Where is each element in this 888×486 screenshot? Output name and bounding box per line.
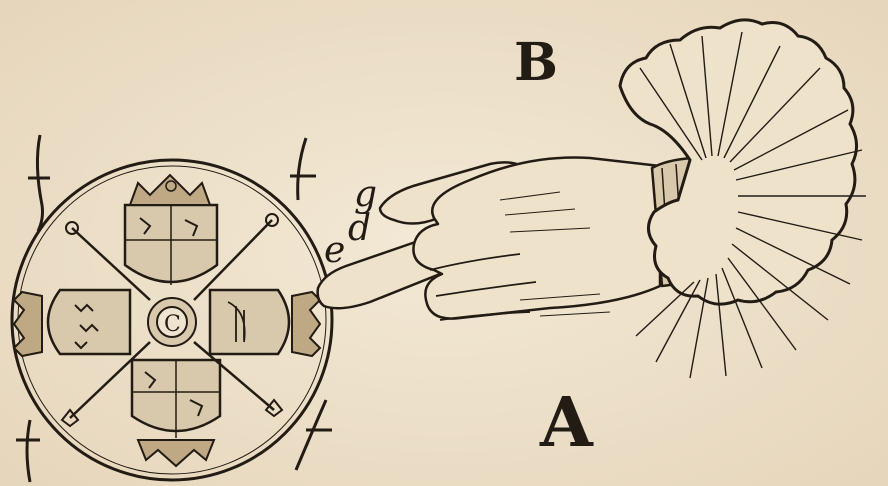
shield-top [125, 175, 217, 285]
shield-bottom [132, 360, 220, 466]
label-b: B [514, 32, 558, 93]
label-e: e [324, 230, 345, 271]
shield-right [210, 290, 320, 356]
shield-left [14, 290, 130, 356]
coin-center-letter: C [164, 312, 181, 337]
label-a: A [539, 383, 594, 463]
label-d: d [348, 208, 371, 249]
